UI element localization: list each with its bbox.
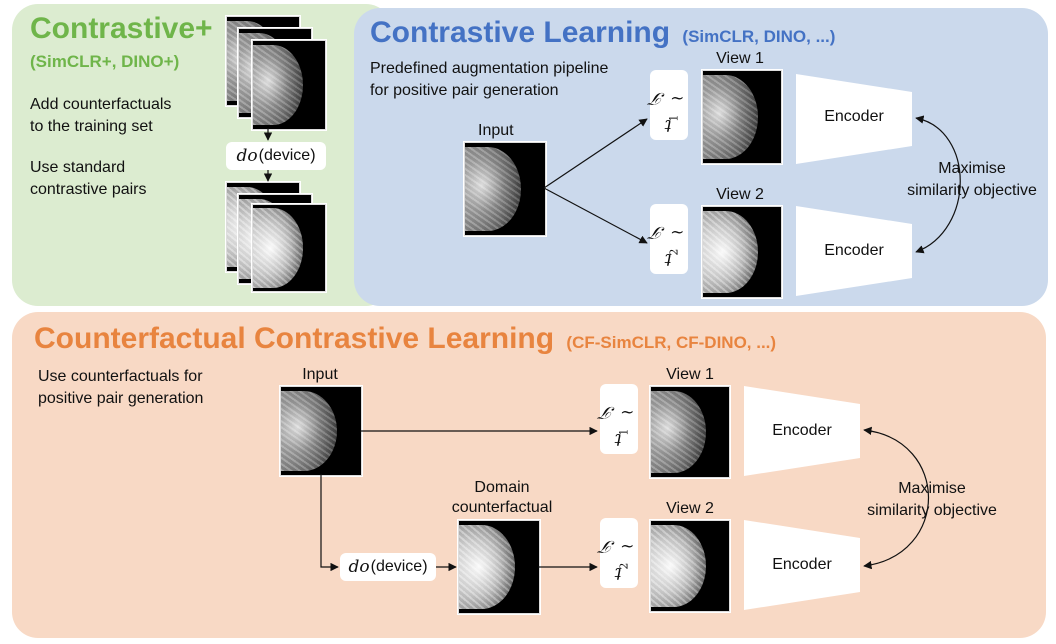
add-counterfactuals-text: Add counterfactuals to the training set	[30, 96, 172, 135]
view1-label: View 1	[716, 50, 764, 67]
cf-view1-image	[650, 386, 730, 478]
t1-augmentation-box: t1 ~ 𝒯	[650, 70, 688, 140]
contrastive-learning-title: Contrastive Learning (SimCLR, DINO, ...)	[370, 16, 836, 49]
input-label: Input	[478, 122, 514, 139]
counterfactual-subtitle: (CF-SimCLR, CF-DINO, ...)	[566, 333, 777, 352]
maximise-similarity-label: Maximise similarity objective	[907, 160, 1037, 199]
counterfactual-title: Counterfactual Contrastive Learning (CF-…	[34, 322, 777, 355]
view2-label: View 2	[716, 186, 764, 203]
cf-t2-augmentation-box: t2 ~ 𝒯	[600, 518, 638, 588]
encoder-top: Encoder	[796, 74, 912, 164]
cf-view1-label: View 1	[666, 366, 714, 383]
cf-view2-image	[650, 520, 730, 612]
contrastive-plus-title: Contrastive+	[30, 12, 213, 45]
cf-input-image	[280, 386, 362, 476]
domain-counterfactual-label: Domain counterfactual	[451, 479, 553, 516]
do-device-box-plus: do(device)	[226, 142, 326, 170]
cf-t1-augmentation-box: t1 ~ 𝒯	[600, 384, 638, 454]
view1-image	[702, 70, 782, 164]
cf-view2-label: View 2	[666, 500, 714, 517]
cf-maximise-similarity-label: Maximise similarity objective	[867, 480, 997, 519]
cf-encoder-top: Encoder	[744, 386, 860, 476]
contrastive-plus-panel	[12, 4, 392, 306]
do-device-box-cf: do(device)	[340, 553, 436, 581]
cf-input-label: Input	[302, 366, 338, 383]
encoder-bottom: Encoder	[796, 206, 912, 296]
contrastive-plus-subtitle: (SimCLR+, DINO+)	[30, 52, 180, 71]
counterfactual-desc: Use counterfactuals for positive pair ge…	[38, 368, 204, 407]
contrastive-learning-subtitle: (SimCLR, DINO, ...)	[682, 27, 836, 46]
t2-augmentation-box: t2 ~ 𝒯	[650, 204, 688, 274]
domain-counterfactual-image	[458, 520, 540, 614]
standard-pairs-text: Use standard contrastive pairs	[30, 159, 147, 198]
cf-encoder-bottom: Encoder	[744, 520, 860, 610]
training-image-stack-3	[252, 40, 326, 130]
augmentation-desc: Predefined augmentation pipeline for pos…	[370, 60, 609, 99]
counterfactual-image-stack-3	[252, 204, 326, 292]
input-image	[464, 142, 546, 236]
view2-image	[702, 206, 782, 298]
